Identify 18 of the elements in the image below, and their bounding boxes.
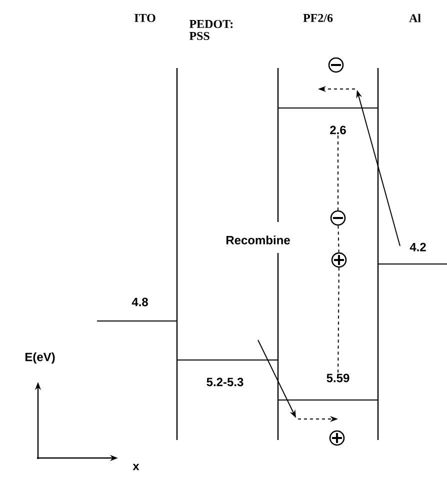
axis-label: E(eV) bbox=[25, 352, 55, 364]
annotation: Recombine bbox=[226, 236, 290, 244]
axis-label: x bbox=[132, 464, 140, 470]
layer-label: PEDOT: PSS bbox=[189, 20, 233, 40]
hole-icon bbox=[329, 430, 345, 446]
energy-value: 5.2-5.3 bbox=[206, 378, 244, 386]
layer-label: PF2/6 bbox=[303, 14, 333, 22]
energy-value: 4.8 bbox=[132, 298, 148, 306]
layer-label: Al bbox=[409, 14, 421, 22]
dashed-line bbox=[338, 267, 340, 374]
energy-value: 4.2 bbox=[410, 242, 426, 252]
layer-label: ITO bbox=[134, 14, 156, 22]
energy-value: 5.59 bbox=[326, 374, 350, 382]
energy-value: 2.6 bbox=[330, 126, 346, 134]
electron-icon bbox=[330, 210, 346, 226]
dashed-line bbox=[338, 225, 340, 253]
electron-icon bbox=[328, 57, 344, 73]
hole-icon bbox=[331, 252, 347, 268]
